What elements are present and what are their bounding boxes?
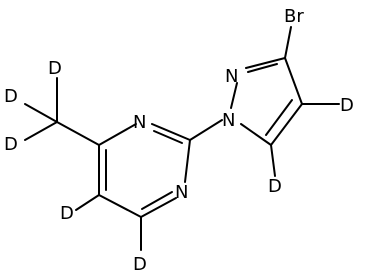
bond-n2-n1 <box>230 82 238 109</box>
methyl-deuterium-top-label: D <box>48 58 62 79</box>
bond-c3-n2-inner <box>247 63 278 73</box>
bond-c5-c4 <box>270 103 303 146</box>
pyrazole-n1-label: N <box>222 110 235 131</box>
pyrimidine-c6-deuterium-label: D <box>133 254 147 275</box>
bond-n1-c2 <box>189 119 223 141</box>
bromine-atom-label: Br <box>284 6 304 27</box>
methyl-deuterium-low-label: D <box>4 134 18 155</box>
pyrazole-n2-label: N <box>225 66 238 87</box>
pyrimidine-n1-label: N <box>175 182 188 203</box>
bond-c2-n3 <box>151 123 191 141</box>
pyrimidine-n3-label: N <box>133 112 146 133</box>
bond-c5-d <box>270 144 276 177</box>
pyrazole-c4-deuterium-label: D <box>340 95 354 116</box>
bond-c3-br <box>284 26 292 59</box>
pyrazole-c5-deuterium-label: D <box>268 176 282 197</box>
bond-c5-d <box>75 194 100 211</box>
bond-c4-methyl <box>56 121 100 146</box>
bond-c3-n2 <box>245 57 286 69</box>
bond-methyl-d-low <box>24 121 58 141</box>
bond-n1-c2 <box>184 139 191 183</box>
bond-c6-n1-inner <box>141 191 173 210</box>
bond-c2-n3-inner <box>153 130 183 144</box>
bond-methyl-d-left <box>24 103 58 123</box>
bond-c6-n1 <box>140 197 177 218</box>
bond-c4-c3 <box>284 57 303 105</box>
bond-n1-c5 <box>240 123 272 146</box>
methyl-deuterium-left-label: D <box>4 86 18 107</box>
bond-c5-c4-inner <box>265 99 293 136</box>
bond-n3-c4 <box>98 123 137 146</box>
bond-c5-c6 <box>98 194 142 218</box>
pyrimidine-c5-deuterium-label: D <box>60 203 74 224</box>
